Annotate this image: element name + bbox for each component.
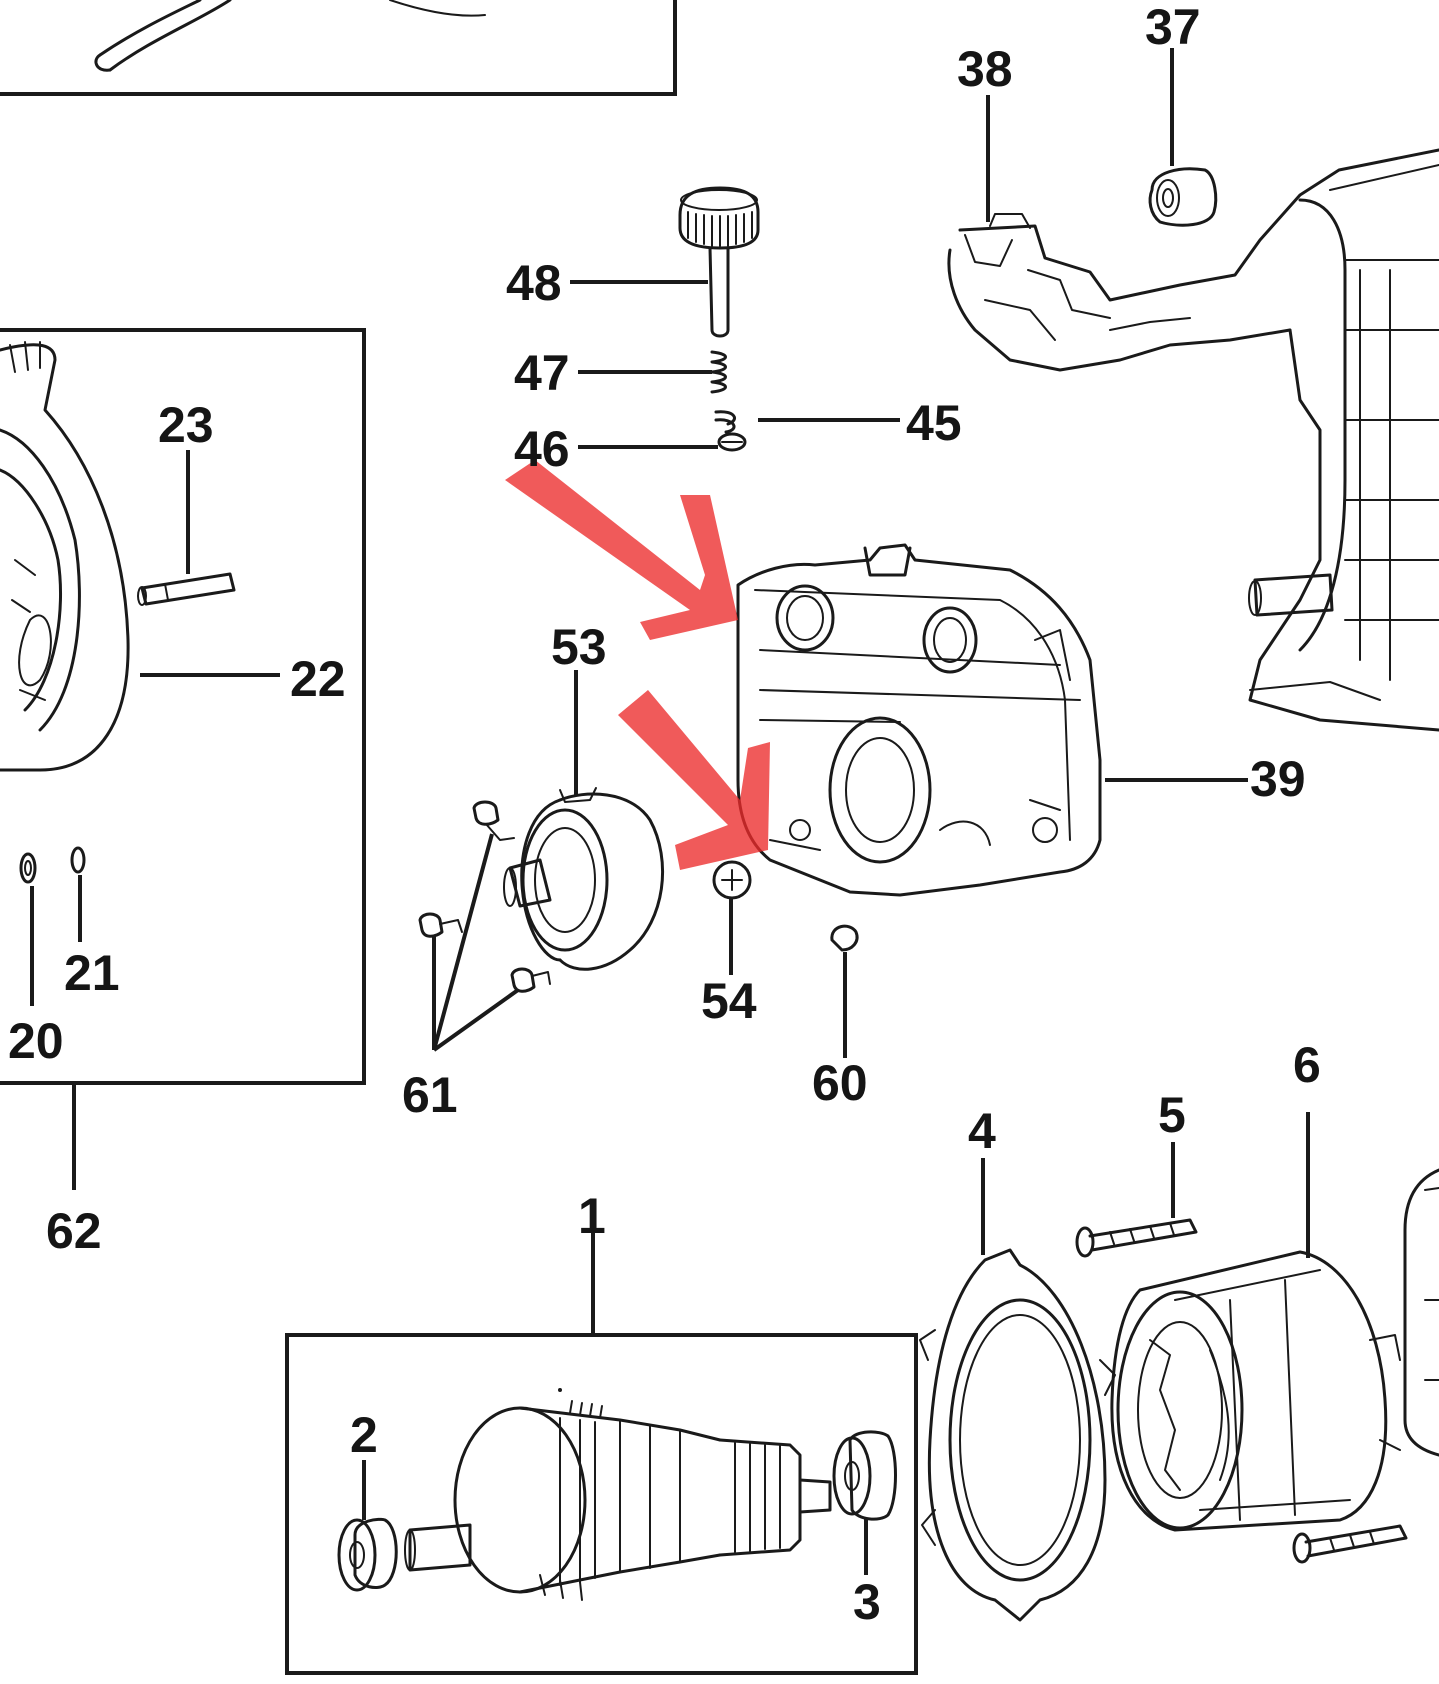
label-6: 6 xyxy=(1293,1037,1321,1093)
e-clip-45 xyxy=(714,410,736,434)
end-plate-4 xyxy=(919,1158,1116,1622)
armature-1 xyxy=(404,1388,832,1601)
knob-screw-48 xyxy=(678,186,760,338)
screw-5b xyxy=(1292,1524,1408,1564)
label-48: 48 xyxy=(506,255,562,311)
label-2: 2 xyxy=(350,1407,378,1463)
label-46: 46 xyxy=(514,421,570,477)
label-62: 62 xyxy=(46,1203,102,1259)
label-3: 3 xyxy=(853,1574,881,1630)
grommet-37 xyxy=(1148,48,1218,227)
pin-54 xyxy=(712,860,752,975)
label-23: 23 xyxy=(158,397,214,453)
label-1: 1 xyxy=(578,1188,606,1244)
label-54: 54 xyxy=(701,973,757,1029)
handle-housing-22 xyxy=(0,341,130,772)
label-47: 47 xyxy=(514,345,570,401)
housing-edge-right xyxy=(1403,1168,1439,1457)
bearing-2 xyxy=(337,1460,398,1592)
label-5: 5 xyxy=(1158,1087,1186,1143)
label-39: 39 xyxy=(1250,751,1306,807)
washer-20 xyxy=(19,852,37,884)
field-stator-6 xyxy=(1110,1112,1401,1532)
bearing-plate-53 xyxy=(503,670,665,971)
label-61: 61 xyxy=(402,1067,458,1123)
label-21: 21 xyxy=(64,945,120,1001)
label-4: 4 xyxy=(968,1103,996,1159)
pin-60 xyxy=(830,924,859,1058)
washer-46 xyxy=(717,432,747,452)
label-38: 38 xyxy=(957,41,1013,97)
gear-housing-39 xyxy=(736,543,1248,897)
screw-5 xyxy=(1075,1142,1198,1258)
screws-61 xyxy=(418,800,551,1052)
label-53: 53 xyxy=(551,619,607,675)
lower-red-arrow xyxy=(618,690,770,870)
label-60: 60 xyxy=(812,1055,868,1111)
label-22: 22 xyxy=(290,651,346,707)
top-left-callout-box xyxy=(0,0,677,96)
washer-21 xyxy=(70,846,86,874)
upper-red-arrow xyxy=(505,460,738,640)
label-20: 20 xyxy=(8,1013,64,1069)
bearing-3 xyxy=(832,1430,897,1575)
left-callout-box-62 xyxy=(0,328,366,1190)
armature-box-1 xyxy=(285,1200,918,1675)
pin-23 xyxy=(137,572,236,606)
switch-bracket-38 xyxy=(947,95,1439,732)
part-labels: 1 2 3 4 5 6 20 21 22 23 37 38 39 45 46 4… xyxy=(8,0,1321,1630)
spring-47 xyxy=(710,350,727,394)
label-37: 37 xyxy=(1145,0,1201,55)
label-45: 45 xyxy=(906,395,962,451)
